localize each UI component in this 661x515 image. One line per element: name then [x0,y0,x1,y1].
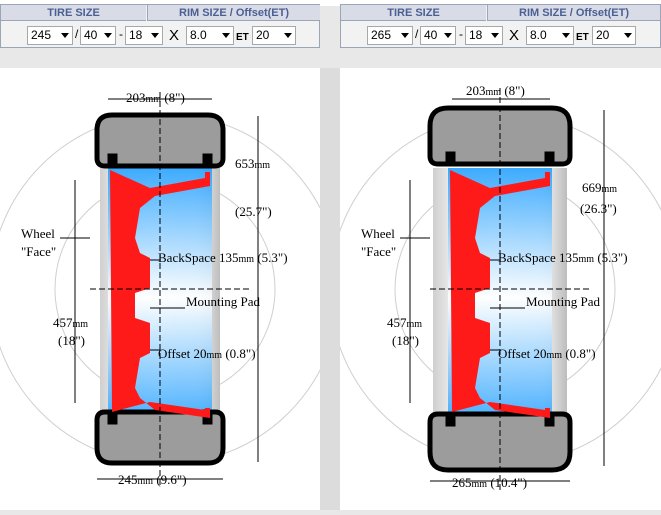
right-wheel-diagram: 203mm (8") 669mm (26.3") Wheel "Face" Ba… [329,68,661,510]
slash-separator: / [75,27,79,41]
chevron-down-icon [491,33,499,38]
overall-height-inches: (25.7") [235,204,272,219]
rim-width-select[interactable]: 8.0 [526,26,574,45]
tire-width-select[interactable]: 265 [367,26,413,45]
rim-width-select[interactable]: 8.0 [186,26,234,45]
et-label: ET [576,32,589,43]
left-wheel-svg [0,92,341,488]
top-dimension-label: 203mm (8") [466,83,525,98]
rim-diameter-label: 457mm [387,315,423,330]
offset-et-select[interactable]: 20 [252,26,296,45]
tire-size-header: TIRE SIZE [341,5,486,21]
overall-height-label: 669mm [582,180,618,195]
aspect-ratio-select[interactable]: 40 [80,26,116,45]
bottom-dimension-label: 245mm (9.6") [118,472,187,487]
rim-size-header: RIM SIZE / Offset(ET) [487,5,660,21]
overall-height-label: 653mm [235,156,271,171]
mounting-pad-label: Mounting Pad [526,294,601,309]
top-dimension-label: 203mm (8") [126,90,185,105]
chevron-down-icon [284,33,292,38]
rim-diameter-inches: (18") [58,333,85,348]
x-separator: X [509,27,520,44]
chevron-down-icon [151,33,159,38]
left-wheel-diagram: 203mm (8") 653mm (25.7") Wheel "Face" Ba… [0,68,341,510]
panel-divider [320,68,340,510]
aspect-ratio-select[interactable]: 40 [420,26,456,45]
offset-et-select[interactable]: 20 [592,26,636,45]
chevron-down-icon [61,33,69,38]
chevron-down-icon [562,33,570,38]
chevron-down-icon [444,33,452,38]
overall-height-inches: (26.3") [580,201,617,216]
bottom-dimension-label: 265mm (10.4") [452,475,528,490]
offset-label: Offset 20mm (0.8") [498,346,596,361]
slash-separator: / [415,27,419,41]
top-strip [0,0,661,6]
rim-diameter-inches: (18") [392,333,419,348]
tire-size-header: TIRE SIZE [1,5,146,21]
wheel-face-label-2: "Face" [361,244,397,259]
mounting-pad-label: Mounting Pad [186,294,261,309]
wheel-face-label: Wheel [21,226,55,241]
left-size-selector: TIRE SIZE RIM SIZE / Offset(ET) 245 / 40… [0,4,320,48]
tire-width-select[interactable]: 245 [27,26,73,45]
x-separator: X [169,27,180,44]
chevron-down-icon [104,33,112,38]
dash-separator: - [459,27,463,41]
right-size-selector: TIRE SIZE RIM SIZE / Offset(ET) 265 / 40… [340,4,661,48]
wheel-face-label-2: "Face" [21,244,57,259]
dash-separator: - [119,27,123,41]
backspace-label: BackSpace 135mm (5.3") [498,250,628,265]
rim-size-header: RIM SIZE / Offset(ET) [147,5,320,21]
rim-diameter-select[interactable]: 18 [125,26,163,45]
offset-label: Offset 20mm (0.8") [158,346,256,361]
chevron-down-icon [624,33,632,38]
rim-diameter-label: 457mm [53,315,89,330]
rim-profile [110,170,210,418]
backspace-label: BackSpace 135mm (5.3") [158,250,288,265]
right-wheel-svg [329,88,661,490]
chevron-down-icon [401,33,409,38]
wheel-face-label: Wheel [361,226,395,241]
et-label: ET [236,32,249,43]
chevron-down-icon [222,33,230,38]
rim-diameter-select[interactable]: 18 [465,26,503,45]
rim-profile [450,170,550,418]
